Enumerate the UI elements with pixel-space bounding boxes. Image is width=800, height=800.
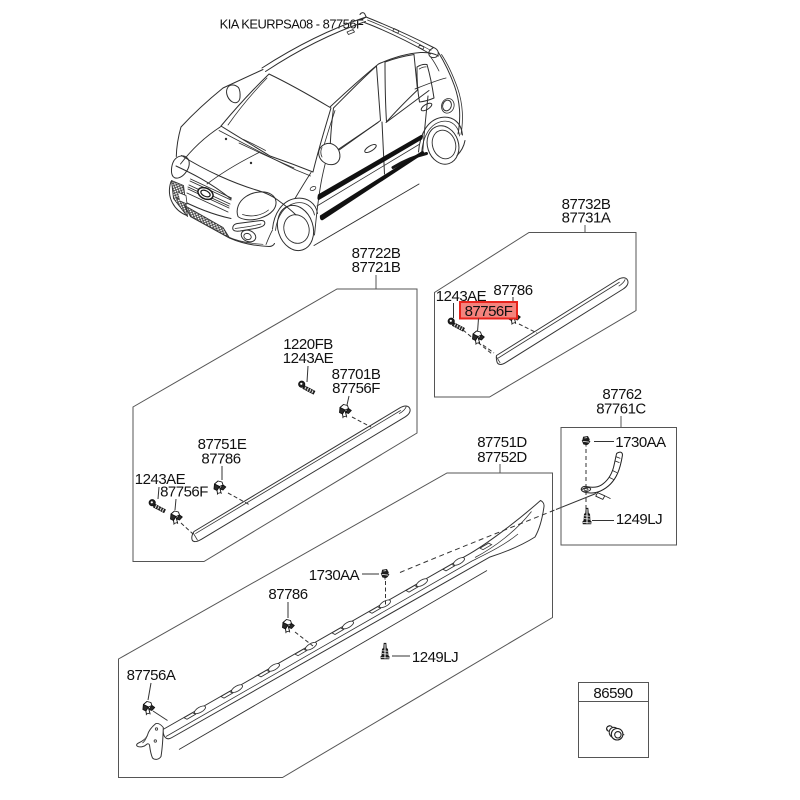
svg-text:87756F: 87756F — [160, 484, 208, 501]
svg-text:87786: 87786 — [268, 586, 307, 603]
svg-text:1243AE: 1243AE — [436, 288, 487, 305]
svg-text:87751D: 87751D — [477, 434, 527, 451]
svg-text:87786: 87786 — [493, 282, 532, 299]
svg-text:87762: 87762 — [602, 386, 641, 403]
svg-text:87721B: 87721B — [352, 259, 401, 276]
svg-text:87756F: 87756F — [465, 303, 513, 320]
svg-text:87751E: 87751E — [198, 436, 247, 453]
svg-text:87752D: 87752D — [477, 449, 527, 466]
svg-text:87756F: 87756F — [332, 380, 380, 397]
svg-text:87732B: 87732B — [562, 196, 611, 213]
svg-text:1249LJ: 1249LJ — [616, 511, 662, 528]
svg-text:1220FB: 1220FB — [283, 336, 333, 353]
svg-text:1249LJ: 1249LJ — [412, 649, 458, 666]
svg-text:87786: 87786 — [201, 451, 240, 468]
svg-text:87731A: 87731A — [562, 210, 611, 227]
svg-text:87761C: 87761C — [596, 401, 646, 418]
svg-text:87722B: 87722B — [352, 245, 401, 262]
svg-text:1730AA: 1730AA — [615, 434, 666, 451]
svg-text:87701B: 87701B — [332, 366, 381, 383]
svg-text:87756A: 87756A — [127, 667, 176, 684]
svg-text:86590: 86590 — [593, 685, 632, 702]
svg-text:1730AA: 1730AA — [309, 567, 360, 584]
svg-text:1243AE: 1243AE — [283, 350, 334, 367]
svg-text:1243AE: 1243AE — [135, 471, 186, 488]
svg-text:KIA KEURPSA08 - 87756F: KIA KEURPSA08 - 87756F — [220, 17, 364, 32]
